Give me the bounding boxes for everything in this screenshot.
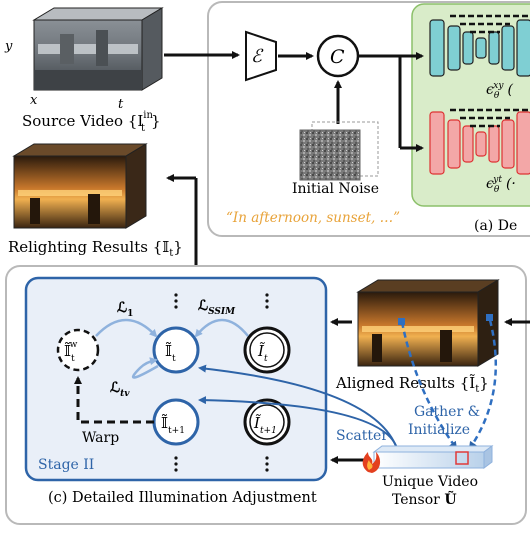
- node-itilde-label: Ĩt: [257, 342, 268, 364]
- tensor-label-line2: Tensor Ũ: [392, 489, 457, 508]
- node-itilde: [243, 326, 291, 374]
- axis-y-label: y: [4, 39, 13, 54]
- tensor-label-line1: Unique Video: [382, 474, 478, 490]
- arc-tv: [131, 357, 159, 379]
- node-itilde1: [243, 398, 291, 446]
- relighting-caption: Relighting Results {𝕀t}: [8, 238, 183, 259]
- warp-arrow: [74, 376, 154, 424]
- panel-c-caption: (c) Detailed Illumination Adjustment: [48, 490, 317, 506]
- source-video-cube: [32, 7, 164, 91]
- gather-label-line1: Gather &: [414, 404, 480, 420]
- prompt-text: “In afternoon, sunset, …”: [226, 210, 400, 226]
- arc-l1: [95, 318, 158, 338]
- warp-label: Warp: [82, 430, 119, 446]
- arc-ssim: [194, 318, 249, 338]
- axis-t-label: t: [118, 97, 124, 112]
- loss-tv-label: ℒtv: [110, 380, 130, 399]
- node-itilde1-label: Ĩt+1: [253, 414, 277, 436]
- encoder-block: [245, 30, 277, 82]
- scatter-arrow-bottom: [198, 396, 399, 453]
- node-warped: [56, 328, 100, 372]
- gather-label-line2: Initialize: [408, 422, 470, 438]
- video-tensor-bar: [372, 445, 494, 469]
- aligned-caption: Aligned Results {Ĩt}: [335, 374, 489, 395]
- axis-x-label: x: [30, 93, 38, 108]
- loss-l1-label: ℒ1: [117, 300, 133, 319]
- encoder-symbol: ℰ: [251, 46, 264, 67]
- concat-symbol: C: [330, 46, 345, 68]
- initial-noise-label: Initial Noise: [292, 181, 379, 197]
- aligned-results-cube: [356, 279, 500, 367]
- denoiser-xy-label: ϵθxy(: [486, 81, 513, 101]
- relighting-results-cube: [12, 143, 148, 229]
- loss-ssim-label: ℒSSIM: [198, 298, 236, 317]
- panel-a-caption: (a) De: [474, 218, 517, 234]
- initial-noise-image: [299, 121, 379, 181]
- fire-icon: [362, 452, 381, 473]
- node-warped-label: 𝕀̃tw: [64, 340, 78, 364]
- denoiser-yt-label: ϵθyt(·: [486, 175, 516, 195]
- node-it: [152, 326, 200, 374]
- gather-arrow-left: [400, 321, 458, 450]
- scatter-label: Scatter: [336, 428, 388, 444]
- denoiser-xy-unet: [429, 14, 530, 77]
- ellipsis-dots: [174, 293, 269, 472]
- denoiser-yt-unet: [429, 108, 530, 175]
- node-it-label: 𝕀̃t: [165, 341, 176, 364]
- stage-2-title: Stage II: [38, 457, 94, 473]
- node-it1-label: 𝕀̃t+1: [161, 413, 185, 436]
